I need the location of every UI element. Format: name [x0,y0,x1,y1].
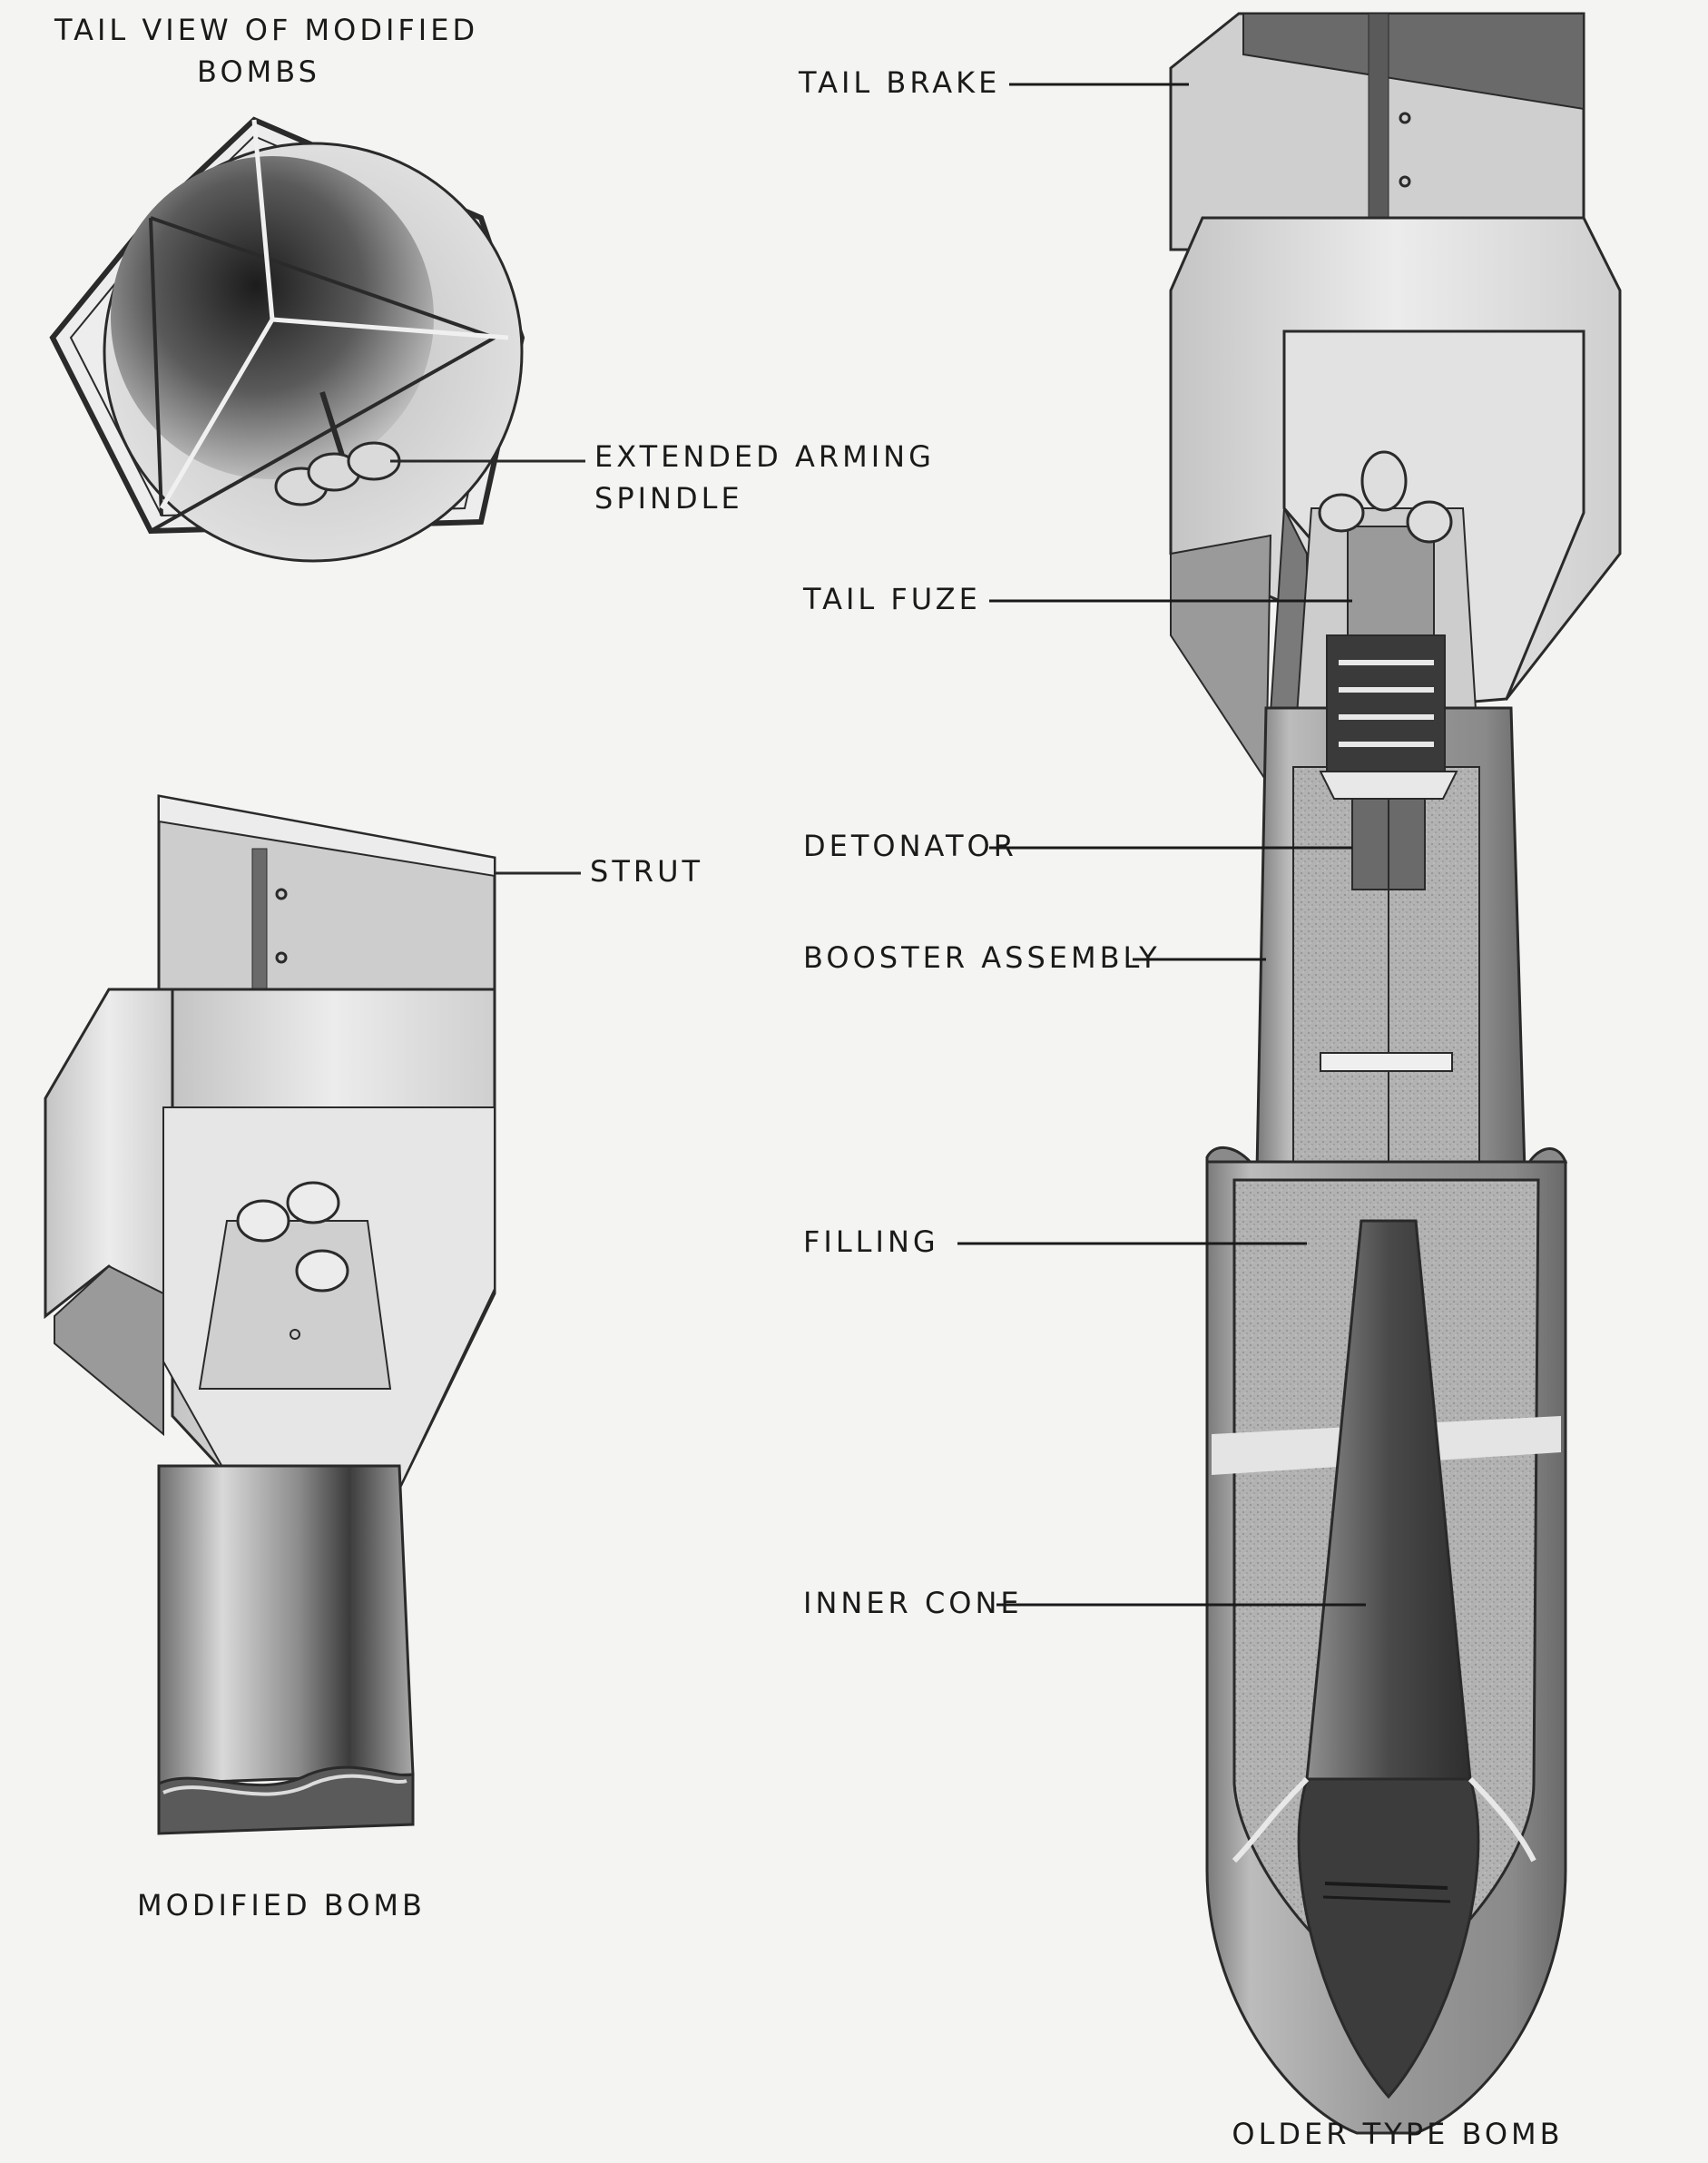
tail-fuze-label: TAIL FUZE [803,582,981,616]
inner-cone-label: INNER CONE [803,1586,1023,1620]
extended-arming-label-line2: SPINDLE [594,481,743,516]
booster-assembly-label: BOOSTER ASSEMBLY [803,940,1161,975]
tail-view-title: TAIL VIEW OF MODIFIED BOMBS [54,9,479,93]
older-type-bomb-caption: OLDER TYPE BOMB [1232,2117,1564,2151]
filling-label: FILLING [803,1224,939,1259]
tail-view-drawing [49,116,585,563]
modified-bomb-caption: MODIFIED BOMB [137,1888,426,1922]
tail-view-title-line1: TAIL VIEW OF MODIFIED [54,13,479,47]
modified-bomb-drawing [44,794,581,1835]
leader-lines [957,83,1366,1607]
detonator-label: DETONATOR [803,829,1017,863]
extended-arming-label-line1: EXTENDED ARMING [594,439,935,474]
older-type-bomb-drawing [1169,12,1622,2135]
tail-brake-label: TAIL BRAKE [799,65,1001,100]
tail-view-title-line2: BOMBS [197,54,320,90]
strut-label: STRUT [590,854,704,889]
extended-arming-spindle-label: EXTENDED ARMING SPINDLE [594,436,935,520]
